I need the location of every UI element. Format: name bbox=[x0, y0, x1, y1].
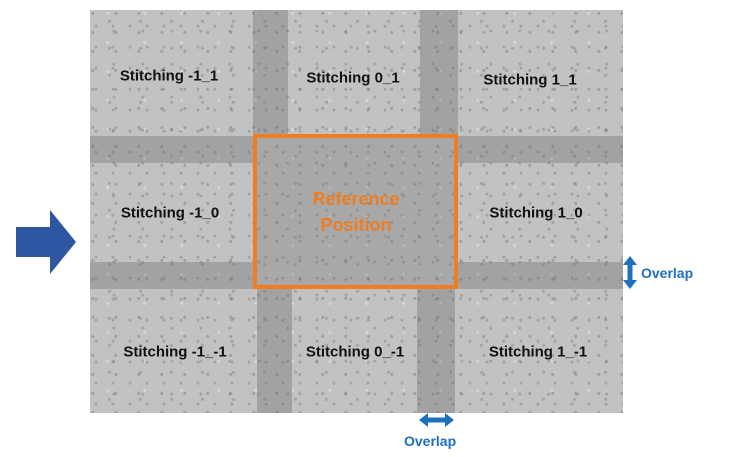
horizontal-overlap-band-upper-right bbox=[458, 136, 623, 163]
reference-position-label: Reference Position bbox=[312, 188, 400, 235]
vertical-overlap-band-right-lower bbox=[417, 289, 455, 413]
tile-label-minus1-minus1: Stitching -1_-1 bbox=[123, 343, 227, 361]
tile-grid-background bbox=[90, 10, 623, 413]
horizontal-overlap-band-lower-left bbox=[90, 262, 253, 289]
tile-label-minus1-1: Stitching -1_1 bbox=[119, 67, 219, 85]
tile-label-minus1-0: Stitching -1_0 bbox=[120, 204, 220, 222]
vertical-overlap-label: Overlap bbox=[641, 265, 694, 281]
vertical-overlap-band-right-upper bbox=[420, 10, 458, 134]
horizontal-overlap-band-lower-right bbox=[458, 262, 623, 289]
tile-label-0-1: Stitching 0_1 bbox=[306, 69, 400, 87]
horizontal-overlap-band-upper-left bbox=[90, 136, 253, 163]
vertical-overlap-band-left-upper bbox=[253, 10, 288, 134]
horizontal-overlap-label: Overlap bbox=[404, 433, 457, 449]
reference-position-box bbox=[253, 134, 458, 289]
tile-label-0-minus1: Stitching 0_-1 bbox=[305, 343, 405, 361]
tile-label-1-1: Stitching 1_1 bbox=[483, 71, 577, 89]
tile-label-1-minus1: Stitching 1_-1 bbox=[488, 343, 588, 361]
tile-label-1-0: Stitching 1_0 bbox=[489, 204, 583, 222]
vertical-overlap-band-left-lower bbox=[257, 289, 292, 413]
